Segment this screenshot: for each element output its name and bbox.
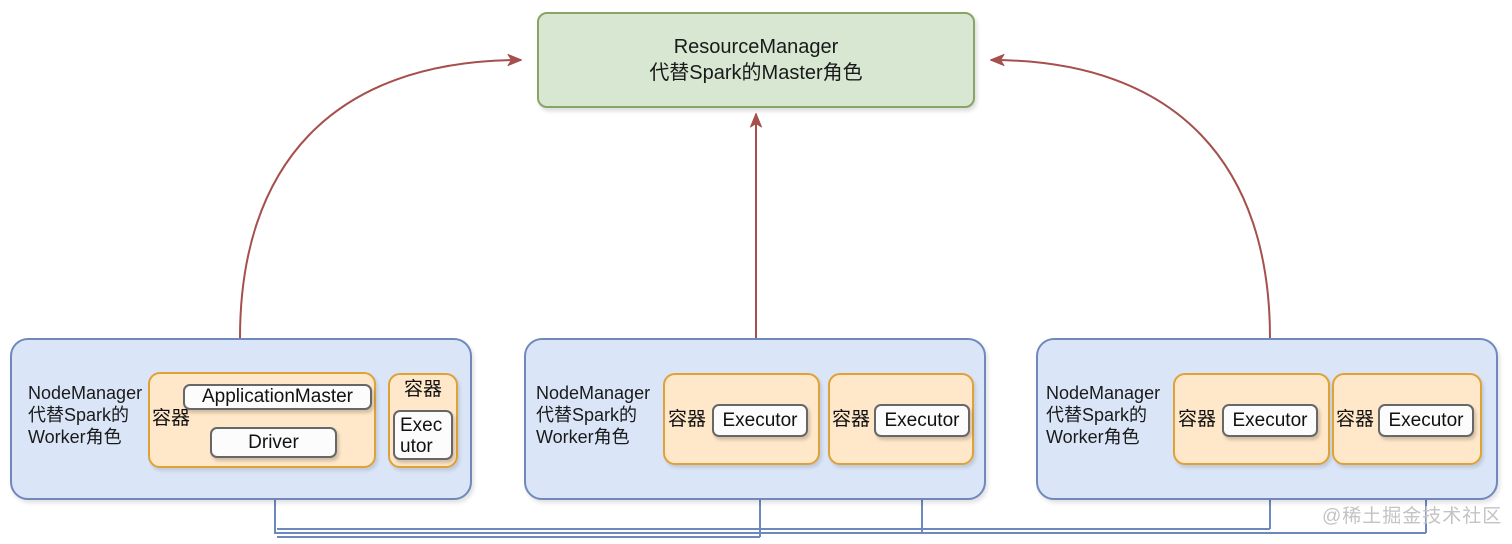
node-label-line: NodeManager [1046, 383, 1161, 403]
container-executor-2a-label: 容器 [668, 409, 707, 430]
arrow-node1-to-resourcemanager [239, 54, 522, 339]
node-manager-label-2: NodeManager 代替Spark的 Worker角色 [536, 382, 650, 448]
node-label-line: 代替Spark的 [536, 405, 638, 425]
node-label-line: Worker角色 [28, 427, 122, 447]
resource-manager-box: ResourceManager 代替Spark的Master角色 [537, 12, 975, 108]
application-master-box: ApplicationMaster [183, 384, 372, 410]
node-manager-label-3: NodeManager 代替Spark的 Worker角色 [1046, 382, 1160, 448]
node-label-line: 代替Spark的 [1046, 405, 1148, 425]
driver-box: Driver [210, 427, 337, 458]
container-driver-label: 容器 [152, 408, 191, 429]
node-label-line: Worker角色 [1046, 427, 1140, 447]
arrow-node3-to-resourcemanager [990, 54, 1271, 339]
executor-box-2b: Executor [874, 404, 970, 437]
executor-box-3a: Executor [1222, 404, 1318, 437]
node-label-line: NodeManager [536, 383, 651, 403]
container-executor-3b-label: 容器 [1336, 409, 1375, 430]
executor-box-1: Exec utor [393, 410, 453, 460]
watermark-text: @稀土掘金技术社区 [1322, 506, 1503, 527]
node-label-line: Worker角色 [536, 427, 630, 447]
executor-wrap-line: Exec [400, 415, 443, 436]
node-label-line: NodeManager [28, 383, 143, 403]
container-executor-3a-label: 容器 [1178, 409, 1217, 430]
resource-manager-title: ResourceManager [673, 36, 839, 58]
executor-wrap-line: utor [400, 436, 433, 457]
executor-box-3b: Executor [1378, 404, 1474, 437]
resource-manager-subtitle: 代替Spark的Master角色 [649, 62, 863, 84]
executor-box-2a: Executor [712, 404, 808, 437]
node-label-line: 代替Spark的 [28, 405, 130, 425]
node-manager-label-1: NodeManager 代替Spark的 Worker角色 [28, 382, 142, 448]
container-executor-1-label: 容器 [403, 379, 442, 400]
container-executor-2b-label: 容器 [832, 409, 871, 430]
